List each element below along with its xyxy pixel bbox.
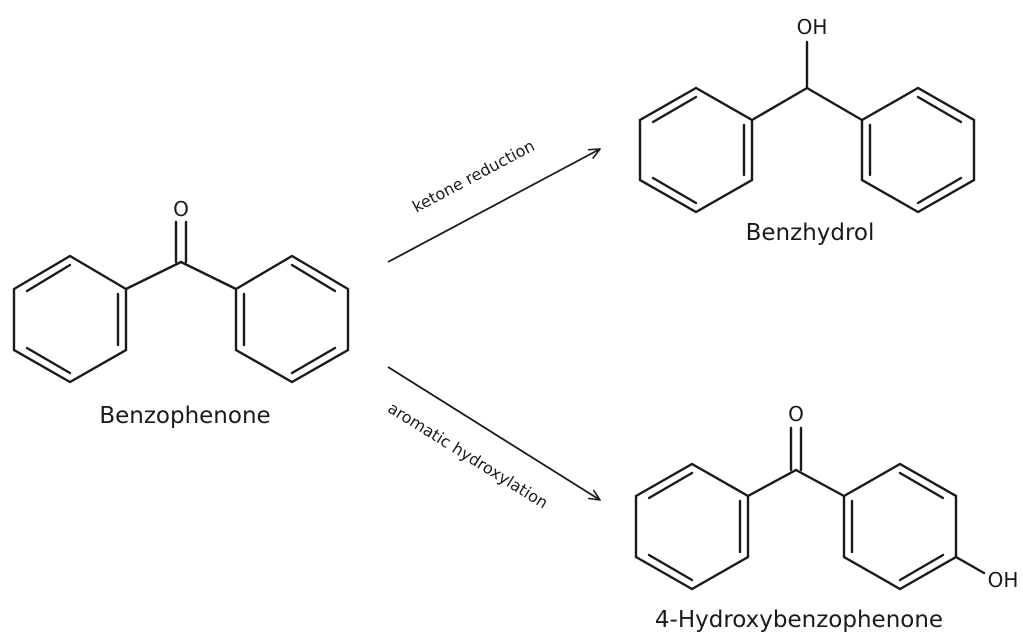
hydroxybenzophenone-name: 4-Hydroxybenzophenone bbox=[655, 607, 943, 633]
hbp-left-inner-b bbox=[647, 553, 694, 582]
benzhydrol-left-ring bbox=[638, 86, 754, 214]
benzhydrol-right-inner-c bbox=[916, 176, 963, 205]
hbp-right-inner-c bbox=[898, 553, 945, 582]
aromatic-hydroxylation-arrow bbox=[387, 366, 600, 500]
carbonyl-left-bond bbox=[124, 260, 183, 291]
hydroxybenzophenone-molecule: O OH 4-Hydroxybenzophenone bbox=[634, 402, 1019, 633]
benzophenone-molecule: O Benzophenone bbox=[12, 197, 350, 429]
benzhydrol-molecule: OH Benzhydrol bbox=[638, 15, 976, 246]
benzhydrol-left-inner-c bbox=[651, 95, 698, 124]
aromatic-hydroxylation-label: aromatic hydroxylation bbox=[384, 398, 551, 512]
hbp-oxygen-label: O bbox=[788, 402, 804, 426]
hbp-carbonyl-left-bond bbox=[746, 468, 798, 498]
benzhydrol-left-bond bbox=[750, 86, 809, 122]
benzophenone-name: Benzophenone bbox=[99, 403, 270, 429]
benzhydrol-name: Benzhydrol bbox=[746, 220, 875, 246]
hbp-hydroxyl-bond bbox=[954, 555, 986, 575]
hbp-left-ring bbox=[634, 462, 750, 591]
ketone-reduction-arrow bbox=[387, 149, 600, 263]
right-ring-inner-bond-b bbox=[290, 263, 337, 293]
benzhydrol-left-inner-b bbox=[651, 176, 698, 205]
benzhydrol-right-inner-b bbox=[916, 95, 963, 124]
benzhydrol-right-bond bbox=[805, 86, 864, 122]
hbp-left-inner-c bbox=[647, 471, 694, 500]
ketone-reduction-label: ketone reduction bbox=[409, 136, 538, 216]
left-benzene-ring bbox=[12, 254, 128, 384]
hbp-oh-label: OH bbox=[988, 568, 1019, 592]
benzhydrol-right-ring bbox=[860, 86, 976, 214]
hbp-right-inner-b bbox=[898, 471, 945, 500]
hbp-right-ring bbox=[842, 462, 958, 591]
left-ring-inner-bond-b bbox=[25, 346, 72, 375]
right-ring-inner-bond-c bbox=[290, 346, 337, 375]
hbp-carbonyl-right-bond bbox=[794, 468, 846, 498]
left-ring-inner-bond-c bbox=[25, 263, 72, 293]
benzophenone-oxygen-label: O bbox=[173, 197, 189, 221]
carbonyl-right-bond bbox=[179, 260, 238, 291]
benzhydrol-oh-label: OH bbox=[797, 15, 828, 39]
right-benzene-ring bbox=[234, 254, 350, 384]
